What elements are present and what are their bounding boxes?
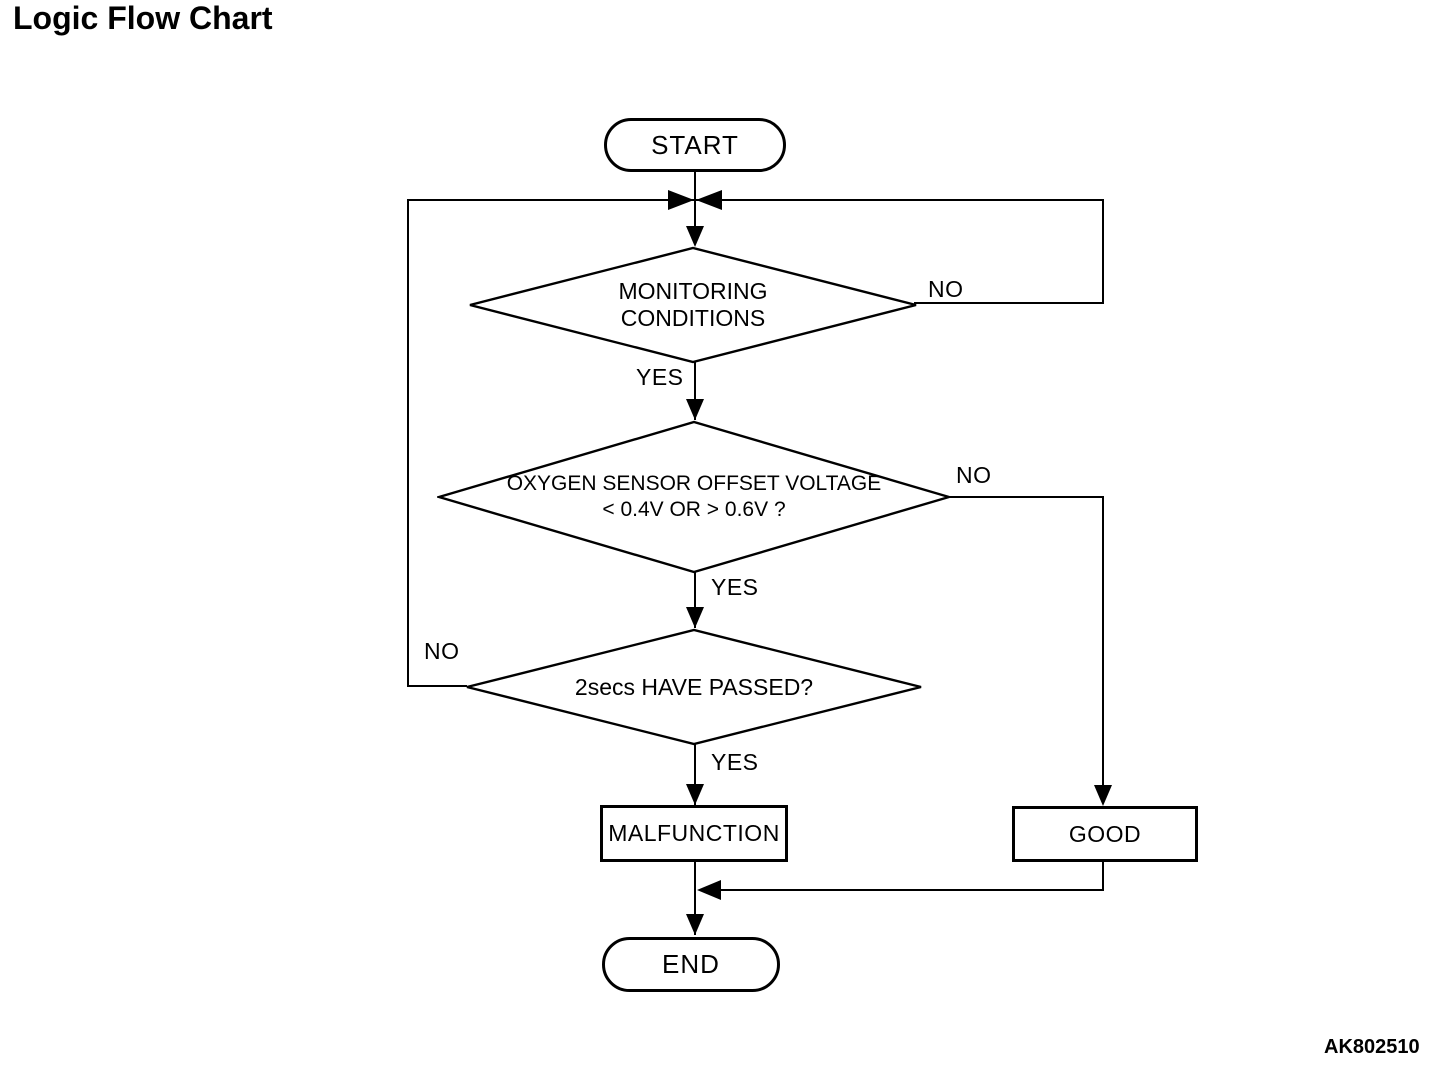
node-malfunction: MALFUNCTION bbox=[600, 805, 788, 862]
edge-oxygen-no-horizontal bbox=[947, 496, 1104, 498]
node-twosecs-label: 2secs HAVE PASSED? bbox=[574, 673, 814, 700]
edge-twosecs-no-vertical bbox=[407, 199, 409, 687]
edge-label-oxygen-no: NO bbox=[956, 462, 992, 488]
arrowhead-down-into-twosecs-icon bbox=[686, 607, 704, 628]
node-oxygen-label: OXYGEN SENSOR OFFSET VOLTAGE < 0.4V OR >… bbox=[506, 472, 882, 521]
edge-oxygen-yes-stem bbox=[694, 572, 696, 628]
edge-monitoring-no-vertical bbox=[1102, 199, 1104, 304]
arrowhead-left-into-merge-icon bbox=[697, 880, 721, 900]
arrowhead-down-into-malfunction-icon bbox=[686, 784, 704, 805]
edge-label-monitoring-yes: YES bbox=[636, 364, 684, 390]
node-malfunction-label: MALFUNCTION bbox=[608, 820, 780, 846]
page-title: Logic Flow Chart bbox=[13, 0, 273, 36]
node-end-label: END bbox=[662, 949, 720, 979]
edge-merge-horizontal bbox=[710, 889, 1104, 891]
node-end: END bbox=[602, 937, 780, 992]
node-start: START bbox=[604, 118, 786, 172]
edge-monitoring-yes-stem bbox=[694, 362, 696, 420]
arrowhead-down-into-end-icon bbox=[686, 914, 704, 935]
node-oxygen-shape bbox=[437, 420, 951, 574]
edge-start-stem bbox=[694, 171, 696, 200]
edge-malfunction-to-end bbox=[694, 861, 696, 935]
edge-good-down-stem bbox=[1102, 860, 1104, 891]
node-twosecs-shape bbox=[466, 628, 922, 746]
edge-twosecs-no-horizontal bbox=[407, 685, 467, 687]
node-start-label: START bbox=[651, 129, 739, 160]
arrowhead-down-into-monitoring-icon bbox=[686, 226, 704, 247]
edge-monitoring-no-horizontal bbox=[914, 302, 1104, 304]
arrowhead-down-into-good-icon bbox=[1094, 785, 1112, 806]
arrowhead-down-into-oxygen-icon bbox=[686, 399, 704, 420]
edge-twosecs-yes-stem bbox=[694, 744, 696, 806]
figure-code: AK802510 bbox=[1324, 1036, 1420, 1058]
edge-label-twosecs-no: NO bbox=[424, 638, 460, 664]
node-monitoring-shape bbox=[469, 246, 917, 364]
edge-oxygen-no-vertical bbox=[1102, 496, 1104, 788]
edge-junction-to-monitoring bbox=[694, 199, 696, 231]
arrowhead-right-into-junction-icon bbox=[668, 190, 694, 210]
edge-label-oxygen-yes: YES bbox=[711, 574, 759, 600]
edge-label-twosecs-yes: YES bbox=[711, 749, 759, 775]
edge-top-loop-line bbox=[407, 199, 1104, 201]
arrowhead-left-into-junction-icon bbox=[696, 190, 722, 210]
edge-label-monitoring-no: NO bbox=[928, 276, 964, 302]
node-good-label: GOOD bbox=[1068, 820, 1142, 847]
node-monitoring-label: MONITORING CONDITIONS bbox=[618, 278, 768, 331]
node-good: GOOD bbox=[1012, 806, 1198, 862]
